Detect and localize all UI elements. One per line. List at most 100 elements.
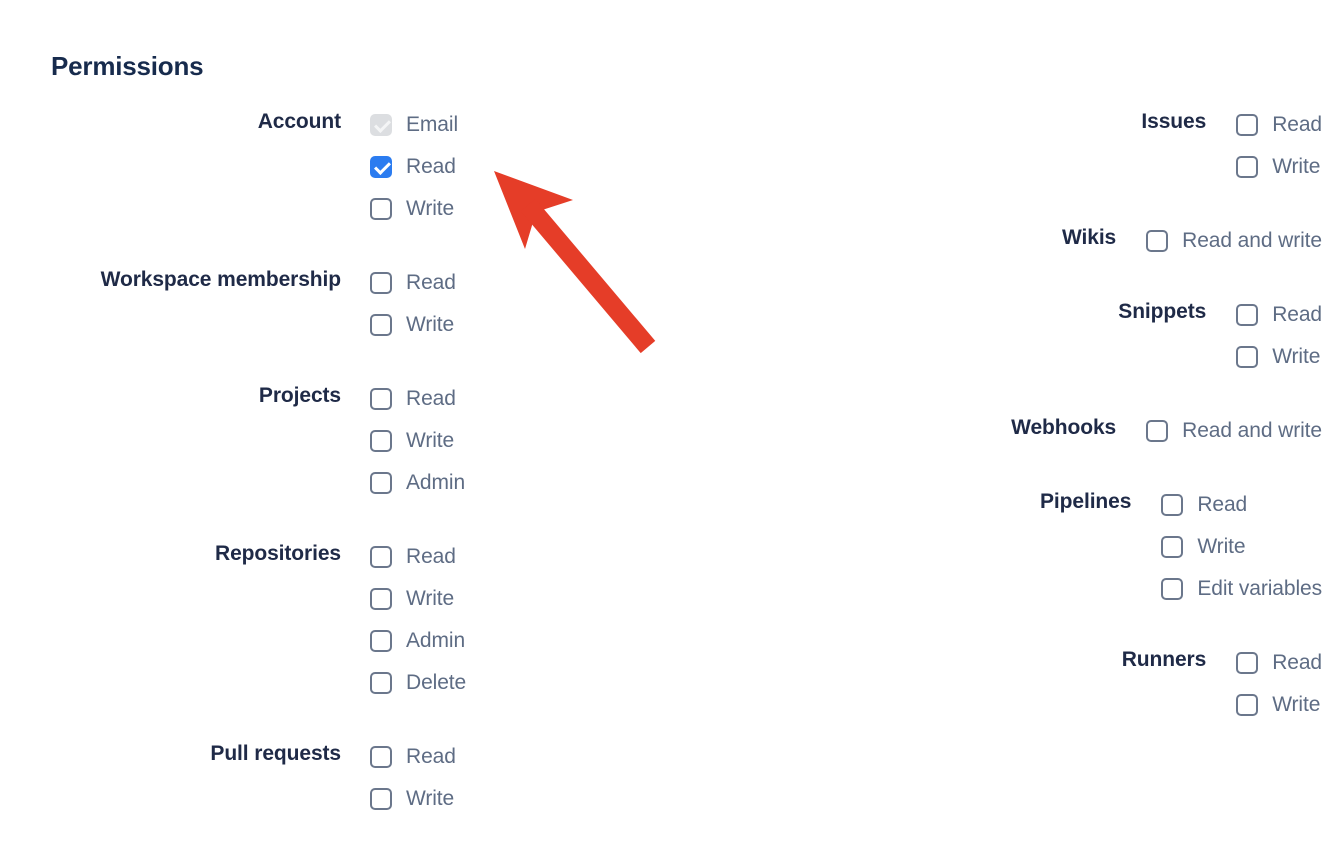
permission-option-row[interactable]: Admin [370, 462, 465, 504]
permission-option-label: Read [1197, 493, 1248, 516]
permission-option-label: Read and write [1182, 419, 1322, 442]
permission-option-row[interactable]: Write [370, 420, 465, 462]
permission-option-row[interactable]: Read and write [1146, 410, 1322, 452]
checkbox-read[interactable] [1236, 304, 1259, 326]
permission-group-label: Projects [258, 384, 341, 407]
permission-option-label: Write [1272, 155, 1321, 178]
permission-option-label: Read [1272, 651, 1322, 674]
permission-option-row[interactable]: Write [1236, 684, 1322, 726]
permission-option-row[interactable]: Delete [370, 662, 466, 704]
permission-option-row[interactable]: Write [370, 578, 466, 620]
permission-option-row[interactable]: Read [370, 146, 458, 188]
permission-option-label: Admin [406, 471, 466, 494]
permission-option-row[interactable]: Read and write [1146, 220, 1322, 262]
permission-option-label: Read [406, 545, 456, 568]
checkbox-read[interactable] [370, 746, 392, 768]
permission-option-label: Write [406, 313, 455, 336]
permission-option-list: Read and write [1146, 410, 1322, 452]
checkbox-edit-variables[interactable] [1161, 578, 1184, 600]
permission-option-row[interactable]: Edit variables [1161, 568, 1322, 610]
checkbox-read[interactable] [1161, 494, 1184, 516]
permission-group-label: Issues [1141, 110, 1207, 133]
permission-option-label: Write [406, 197, 455, 220]
checkbox-read[interactable] [370, 272, 392, 294]
permission-group-label: Wikis [1061, 226, 1117, 249]
permission-option-row[interactable]: Read [370, 378, 465, 420]
checkbox-read[interactable] [370, 388, 392, 410]
permission-group-label: Pull requests [210, 742, 341, 765]
checkbox-read[interactable] [370, 156, 392, 178]
permission-option-row[interactable]: Write [1236, 146, 1322, 188]
permission-option-label: Email [406, 113, 459, 136]
page-title: Permissions [51, 51, 204, 81]
permission-option-label: Write [1272, 693, 1321, 716]
permission-option-row[interactable]: Write [370, 778, 456, 820]
permission-option-row[interactable]: Read [370, 536, 466, 578]
permission-group-label: Webhooks [1011, 416, 1117, 439]
permission-group-label: Runners [1121, 648, 1207, 671]
checkbox-write[interactable] [1236, 156, 1259, 178]
permission-option-label: Read [1272, 303, 1322, 326]
checkbox-write[interactable] [370, 788, 392, 810]
checkbox-admin[interactable] [370, 472, 392, 494]
checkbox-delete[interactable] [370, 672, 392, 694]
checkbox-write[interactable] [1236, 694, 1259, 716]
permission-option-list: Read and write [1146, 220, 1322, 262]
checkbox-email [370, 114, 392, 136]
checkbox-read-and-write[interactable] [1146, 230, 1169, 252]
permission-option-row[interactable]: Write [1236, 336, 1322, 378]
checkbox-write[interactable] [370, 430, 392, 452]
checkbox-write[interactable] [1161, 536, 1184, 558]
permission-option-label: Read [1272, 113, 1322, 136]
permission-group: Wikis Read and write [660, 220, 1322, 262]
permission-option-label: Read and write [1182, 229, 1322, 252]
permission-option-row[interactable]: Read [1236, 294, 1322, 336]
permission-option-label: Write [406, 587, 455, 610]
permission-option-label: Write [406, 429, 455, 452]
permission-option-label: Edit variables [1197, 577, 1322, 600]
checkbox-write[interactable] [370, 314, 392, 336]
permission-group-label: Account [257, 110, 341, 133]
permission-option-label: Read [406, 155, 456, 178]
permission-option-row[interactable]: Email [370, 104, 458, 146]
checkbox-read[interactable] [1236, 652, 1259, 674]
permission-group-label: Snippets [1118, 300, 1207, 323]
permission-option-row[interactable]: Admin [370, 620, 466, 662]
permission-option-row[interactable]: Read [370, 262, 456, 304]
permission-option-row[interactable]: Write [370, 304, 456, 346]
permission-option-row[interactable]: Write [370, 188, 458, 230]
permission-option-label: Read [406, 271, 456, 294]
checkbox-read-and-write[interactable] [1146, 420, 1169, 442]
permission-option-row[interactable]: Read [1161, 484, 1322, 526]
checkbox-write[interactable] [1236, 346, 1259, 368]
checkbox-read[interactable] [370, 546, 392, 568]
permission-group-label: Workspace membership [100, 268, 341, 291]
permission-group-label: Pipelines [1040, 490, 1132, 513]
checkbox-read[interactable] [1236, 114, 1259, 136]
permission-option-row[interactable]: Read [370, 736, 456, 778]
permission-option-row[interactable]: Read [1236, 642, 1322, 684]
permission-option-row[interactable]: Write [1161, 526, 1322, 568]
checkbox-admin[interactable] [370, 630, 392, 652]
checkbox-write[interactable] [370, 198, 392, 220]
permission-option-row[interactable]: Read [1236, 104, 1322, 146]
checkbox-write[interactable] [370, 588, 392, 610]
permission-option-label: Read [406, 387, 456, 410]
permission-option-label: Write [1272, 345, 1321, 368]
